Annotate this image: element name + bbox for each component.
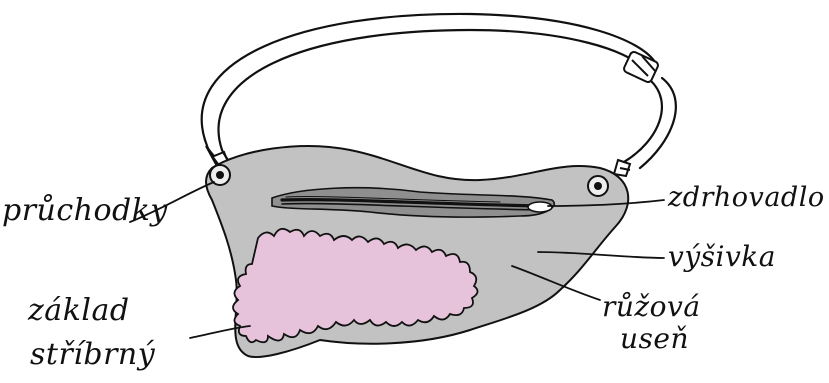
- grommet-right: [588, 176, 608, 196]
- strap: [202, 14, 676, 168]
- label-zaklad: základ: [28, 296, 130, 326]
- label-stribrny: stříbrný: [30, 340, 155, 370]
- strap-buckle: [623, 51, 659, 84]
- label-vysivka: výšivka: [668, 243, 776, 271]
- label-usen: useň: [620, 325, 689, 353]
- label-pruchodky: průchodky: [2, 196, 168, 226]
- label-ruzova: růžová: [602, 293, 701, 321]
- strap-clip-right: [614, 160, 630, 176]
- label-zdrhovadlo: zdrhovadlo: [668, 184, 825, 211]
